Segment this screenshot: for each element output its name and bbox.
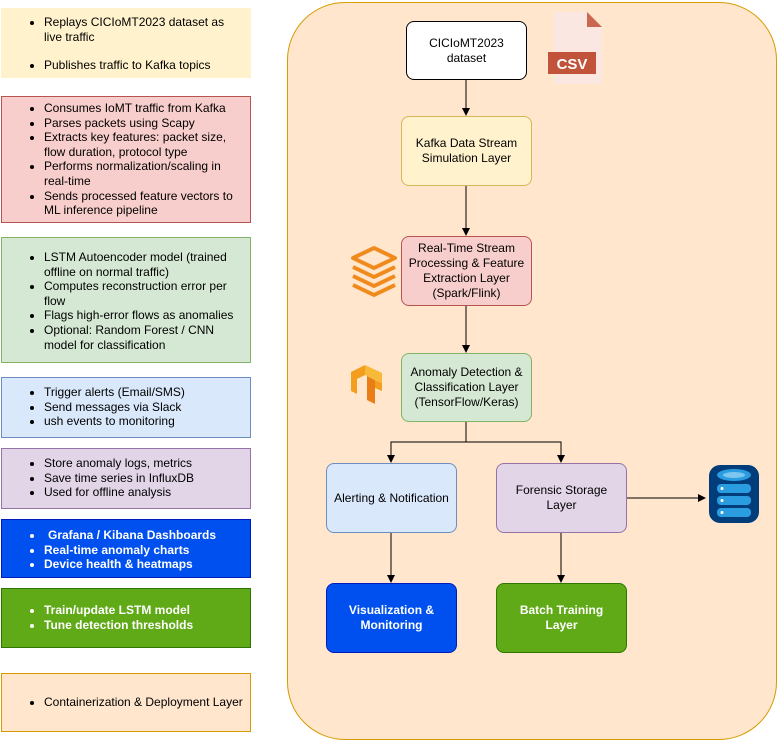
csv-label: CSV [557,56,588,73]
note-item: ush events to monitoring [44,414,244,429]
note-item: Used for offline analysis [44,485,244,500]
stream-label: Real-Time Stream Processing & Feature Ex… [408,241,525,300]
note-item: Save time series in InfluxDB [44,471,244,486]
arrow-anomaly-alerting [387,422,467,463]
storage-note: Store anomaly logs, metrics Save time se… [1,448,251,509]
alerting-label: Alerting & Notification [334,490,449,505]
note-item: Publishes traffic to Kafka topics [44,58,244,73]
kafka-label: Kafka Data Stream Simulation Layer [415,136,518,165]
note-item: Grafana / Kibana Dashboards [44,528,244,543]
deployment-note: Containerization & Deployment Layer [1,673,251,732]
csv-file-icon: CSV [548,12,602,84]
note-item: Send messages via Slack [44,400,244,415]
note-item: Parses packets using Scapy [44,116,244,131]
note-item: Performs normalization/scaling in real-t… [44,159,244,188]
note-item: Replays CICIoMT2023 dataset as live traf… [44,15,244,44]
note-item: Containerization & Deployment Layer [44,695,244,710]
note-item: Flags high-error flows as anomalies [44,308,244,323]
note-item: Consumes IoMT traffic from Kafka [44,101,244,116]
note-item: Extracts key features: packet size, flow… [44,130,244,159]
note-item: Store anomaly logs, metrics [44,456,244,471]
anomaly-detection-node[interactable]: Anomaly Detection & Classification Layer… [401,353,532,422]
batch-training-node[interactable]: Batch Training Layer [496,583,627,653]
visualization-label: Visualization & Monitoring [348,603,435,632]
database-icon [709,465,759,523]
training-note: Train/update LSTM model Tune detection t… [1,588,251,648]
note-item: LSTM Autoencoder model (trained offline … [44,250,244,279]
anomaly-label: Anomaly Detection & Classification Layer… [410,365,523,409]
note-item: Train/update LSTM model [44,603,244,618]
dataset-label: CICIoMT2023 dataset [429,35,504,65]
note-item: Computes reconstruction error per flow [44,279,244,308]
note-item: Device health & heatmaps [44,557,244,572]
dashboards-note: Grafana / Kibana Dashboards Real-time an… [1,519,251,578]
note-item: Trigger alerts (Email/SMS) [44,385,244,400]
note-item: Real-time anomaly charts [44,543,244,558]
tensorflow-icon [351,365,382,404]
note-item: Sends processed feature vectors to ML in… [44,189,244,218]
note-item: Tune detection thresholds [44,618,244,633]
detection-note: LSTM Autoencoder model (trained offline … [1,237,251,363]
batch-label: Batch Training Layer [519,603,604,632]
alerting-note: Trigger alerts (Email/SMS) Send messages… [1,377,251,438]
visualization-node[interactable]: Visualization & Monitoring [326,583,457,653]
arrow-anomaly-forensic [466,441,565,463]
stream-processing-node[interactable]: Real-Time Stream Processing & Feature Ex… [401,236,532,306]
stacked-layers-icon [351,246,397,297]
forensic-label: Forensic Storage Layer [515,483,608,512]
dataset-node[interactable]: CICIoMT2023 dataset [406,21,527,80]
forensic-storage-node[interactable]: Forensic Storage Layer [496,463,627,533]
processing-note: Consumes IoMT traffic from Kafka Parses … [1,96,251,223]
replay-note: Replays CICIoMT2023 dataset as live traf… [1,8,251,78]
alerting-node[interactable]: Alerting & Notification [326,463,457,533]
kafka-simulation-node[interactable]: Kafka Data Stream Simulation Layer [401,116,532,186]
note-item: Optional: Random Forest / CNN model for … [44,323,244,352]
